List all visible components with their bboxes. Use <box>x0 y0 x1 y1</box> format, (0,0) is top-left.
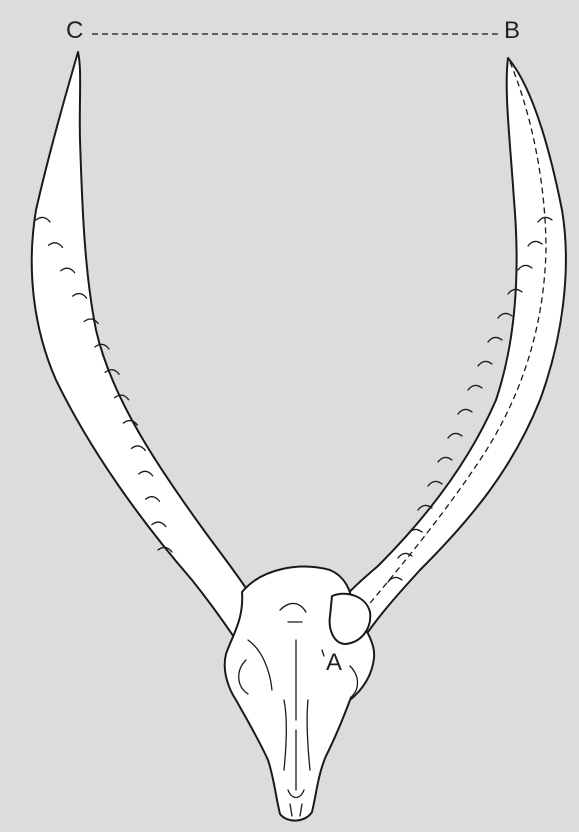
right-horn <box>332 58 566 641</box>
left-horn <box>32 52 266 646</box>
horn-ridge <box>478 361 492 366</box>
skull <box>225 567 374 821</box>
label-b: B <box>504 17 520 44</box>
horn-ridge <box>438 457 452 462</box>
horn-ridge <box>458 409 472 414</box>
horn-ridge <box>448 433 462 438</box>
horn-ridge <box>498 313 512 318</box>
horn-ridge <box>488 337 502 342</box>
horn-ridge <box>468 385 482 390</box>
label-c: C <box>66 17 83 44</box>
label-a: A <box>326 649 342 676</box>
horn-ridge <box>428 481 442 486</box>
